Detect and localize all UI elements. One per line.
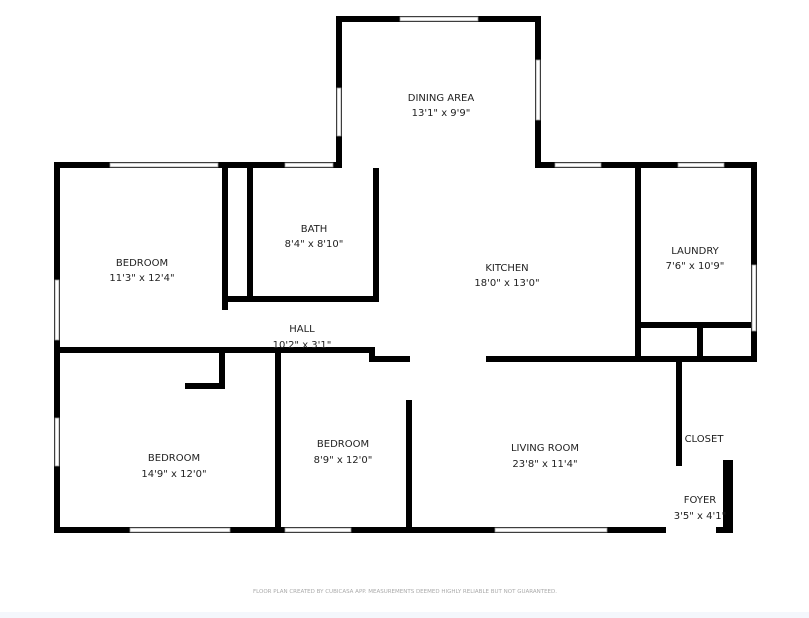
kitchen-label: KITCHEN: [485, 263, 528, 274]
windows: [54, 16, 757, 533]
bedroom-s-label: BEDROOM: [317, 439, 369, 450]
bedroom-s-size: 8'9" x 12'0": [314, 455, 373, 466]
dining-area-size: 13'1" x 9'9": [412, 108, 471, 119]
foyer-size: 3'5" x 4'1": [674, 511, 726, 522]
closet-label: CLOSET: [685, 434, 725, 445]
bath-label: BATH: [301, 224, 328, 235]
bedroom-nw-size: 11'3" x 12'4": [109, 273, 174, 284]
kitchen-size: 18'0" x 13'0": [474, 278, 539, 289]
living-room-label: LIVING ROOM: [511, 443, 579, 454]
footer-disclaimer: FLOOR PLAN CREATED BY CUBICASA APP. MEAS…: [253, 589, 557, 595]
laundry-size: 7'6" x 10'9": [666, 261, 725, 272]
bottom-strip: [0, 612, 809, 618]
bedroom-sw-size: 14'9" x 12'0": [141, 469, 206, 480]
foyer-label: FOYER: [684, 495, 717, 506]
hall-size: 10'2" x 3'1": [273, 340, 332, 351]
hall-label: HALL: [289, 324, 315, 335]
dining-area-label: DINING AREA: [408, 93, 475, 104]
laundry-label: LAUNDRY: [671, 246, 719, 257]
living-room-size: 23'8" x 11'4": [512, 459, 577, 470]
bath-size: 8'4" x 8'10": [285, 239, 344, 250]
bedroom-sw-label: BEDROOM: [148, 453, 200, 464]
bedroom-nw-label: BEDROOM: [116, 258, 168, 269]
